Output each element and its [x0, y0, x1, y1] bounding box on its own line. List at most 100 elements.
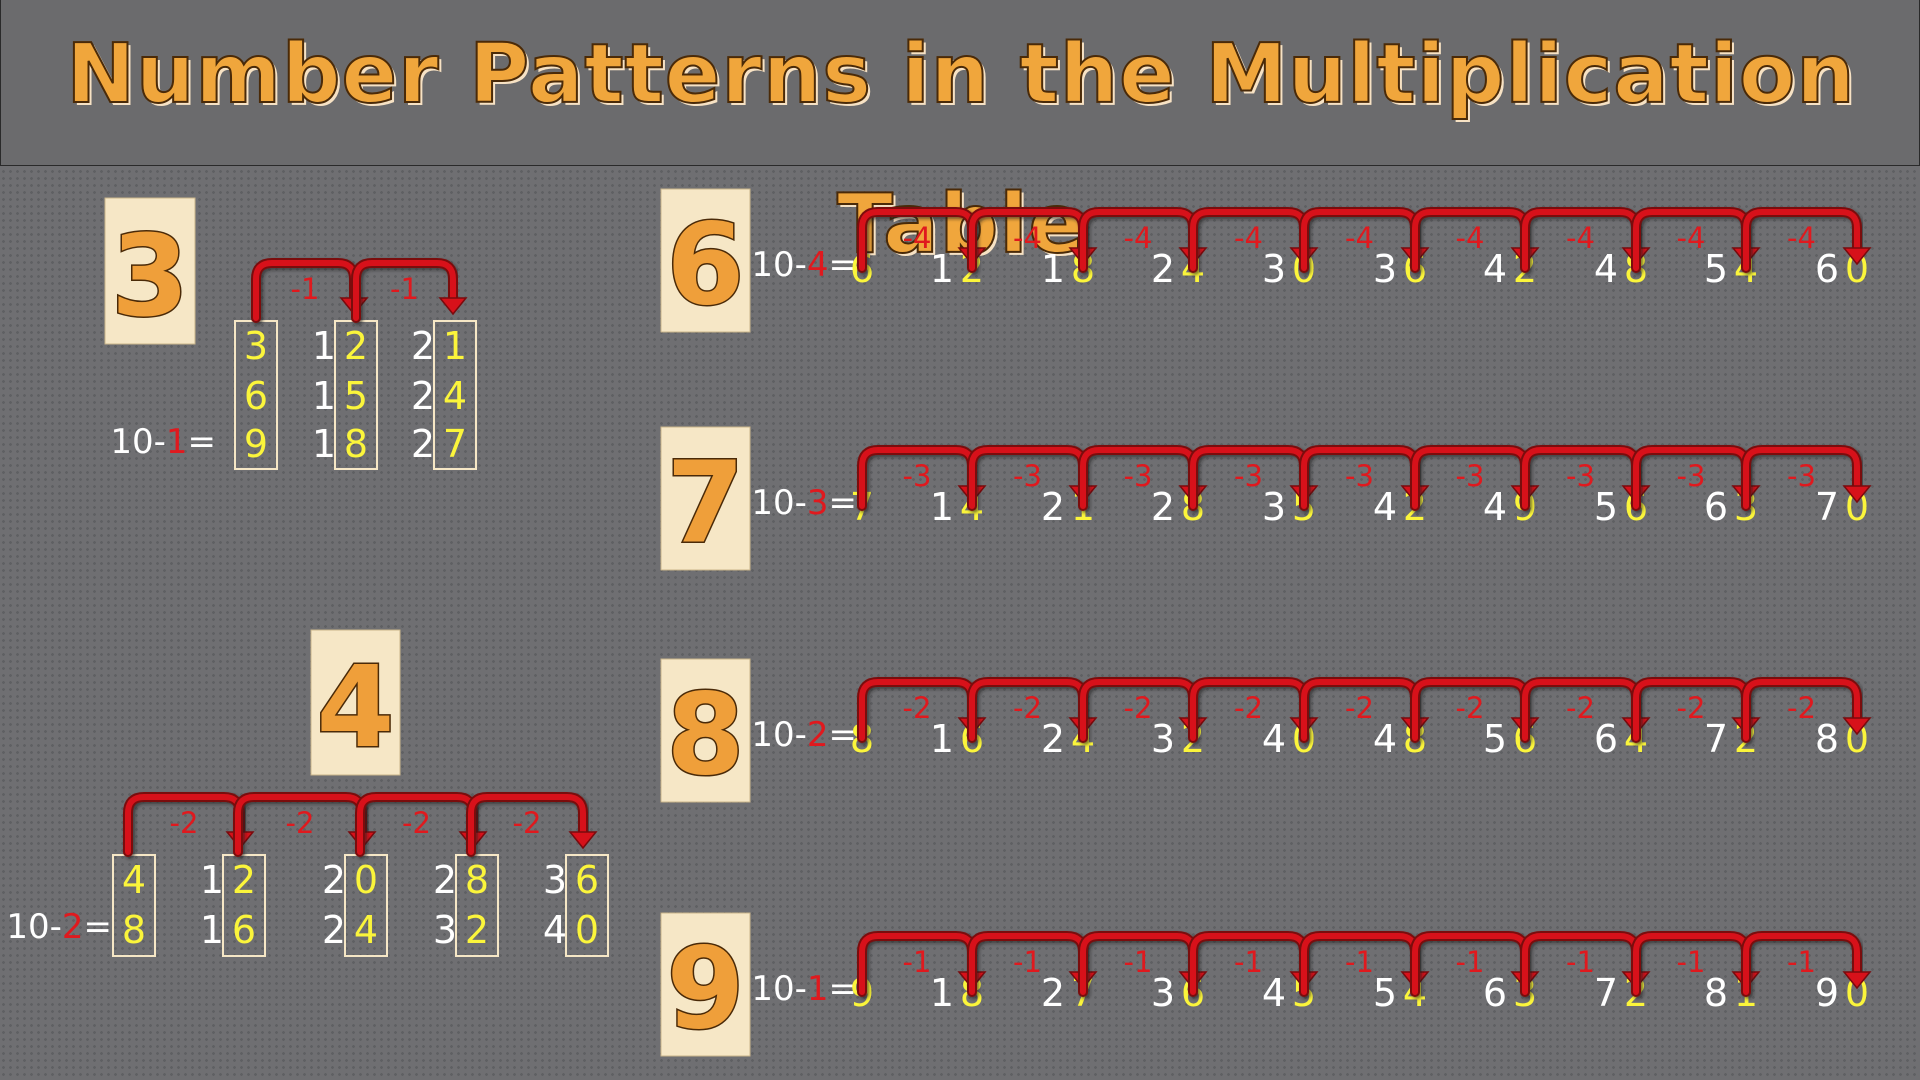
ones-column-box: [433, 320, 477, 470]
subtraction-prefix: 10-2=: [751, 715, 857, 755]
step-label: -1: [1013, 945, 1042, 979]
tens-digit: 4: [1483, 485, 1507, 529]
tens-digit: 6: [1704, 485, 1728, 529]
step-label: -2: [402, 806, 431, 840]
ones-digit: 8: [122, 908, 146, 952]
subtraction-prefix: 10-4=: [751, 245, 857, 285]
step-arrow: -3: [1741, 445, 1872, 511]
card-background: [660, 912, 751, 1057]
ones-digit: 3: [244, 324, 268, 368]
svg-text:10-1=: 10-1=: [110, 422, 216, 462]
step-label: -2: [1234, 691, 1263, 725]
step-label: -1: [1124, 945, 1153, 979]
ones-digit: 1: [443, 324, 467, 368]
step-label: -3: [1234, 459, 1263, 493]
step-label: -2: [1124, 691, 1153, 725]
step-label: -1: [1566, 945, 1595, 979]
step-label: -2: [1345, 691, 1374, 725]
number-card-7: 7: [660, 426, 751, 571]
step-label: -1: [1456, 945, 1485, 979]
svg-text:10-3=: 10-3=: [751, 483, 857, 523]
subtraction-prefix: 10-1=: [110, 422, 216, 462]
tens-digit: 2: [1151, 485, 1175, 529]
ones-digit: 0: [354, 858, 378, 902]
ones-digit: 7: [443, 422, 467, 466]
step-arrow: -2: [466, 792, 598, 857]
step-arrow: -1: [1741, 931, 1872, 997]
ones-column-box: [112, 854, 156, 957]
card-background: [660, 658, 751, 803]
tens-digit: 1: [200, 908, 224, 952]
card-background: [660, 426, 751, 571]
step-label: -4: [903, 221, 932, 255]
card-number: 7: [667, 438, 745, 568]
step-arrow: -2: [233, 792, 377, 857]
ones-digit: 6: [232, 908, 256, 952]
step-label: -3: [1677, 459, 1706, 493]
tens-digit: 1: [930, 717, 954, 761]
step-label: -2: [1677, 691, 1706, 725]
step-arrow: -3: [1078, 445, 1208, 511]
tens-digit: 1: [312, 374, 336, 418]
number-card-3: 3: [104, 197, 196, 345]
card-number: 3: [111, 212, 189, 342]
ones-digit: 6: [244, 374, 268, 418]
tens-digit: 3: [1262, 247, 1286, 291]
number-card-8: 8: [660, 658, 751, 803]
tens-digit: 3: [1151, 717, 1175, 761]
tens-digit: 3: [543, 858, 567, 902]
page-title: Number Patterns in the Multiplication Ta…: [65, 26, 1856, 273]
card-background: [660, 188, 751, 333]
step-label: -1: [903, 945, 932, 979]
step-label: -2: [513, 806, 542, 840]
svg-text:10-1=: 10-1=: [751, 969, 857, 1009]
tens-digit: 2: [411, 374, 435, 418]
tens-digit: 5: [1594, 485, 1618, 529]
tens-digit: 3: [1373, 247, 1397, 291]
ones-digit: 4: [354, 908, 378, 952]
step-label: -2: [1787, 691, 1816, 725]
step-label: -4: [1677, 221, 1706, 255]
tens-digit: 3: [1151, 971, 1175, 1015]
step-arrow: -1: [251, 258, 369, 323]
tens-digit: 4: [1483, 247, 1507, 291]
card-background: [104, 197, 196, 345]
step-label: -4: [1456, 221, 1485, 255]
tens-digit: 5: [1704, 247, 1728, 291]
tens-digit: 8: [1704, 971, 1728, 1015]
tens-digit: 2: [322, 908, 346, 952]
step-label: -4: [1566, 221, 1595, 255]
step-label: -4: [1124, 221, 1153, 255]
tens-digit: 1: [312, 422, 336, 466]
step-arrow: -1: [351, 258, 468, 323]
step-arrow: -4: [1741, 207, 1872, 273]
tens-digit: 6: [1483, 971, 1507, 1015]
ones-digit: 2: [465, 908, 489, 952]
step-label: -3: [903, 459, 932, 493]
tens-digit: 7: [1594, 971, 1618, 1015]
tens-digit: 4: [1262, 971, 1286, 1015]
tens-digit: 1: [200, 858, 224, 902]
tens-digit: 1: [930, 485, 954, 529]
step-label: -3: [1345, 459, 1374, 493]
card-number: 8: [667, 670, 745, 800]
tens-digit: 1: [1041, 247, 1065, 291]
tens-digit: 2: [1041, 717, 1065, 761]
step-label: -1: [1677, 945, 1706, 979]
card-number: 4: [317, 643, 395, 773]
tens-digit: 6: [1594, 717, 1618, 761]
step-label: -4: [1234, 221, 1263, 255]
step-label: -3: [1456, 459, 1485, 493]
tens-digit: 3: [433, 908, 457, 952]
step-label: -2: [286, 806, 315, 840]
tens-digit: 4: [1373, 485, 1397, 529]
svg-text:10-2=: 10-2=: [6, 907, 112, 947]
ones-digit: 0: [575, 908, 599, 952]
tens-digit: 2: [1041, 971, 1065, 1015]
ones-digit: 9: [244, 422, 268, 466]
subtraction-prefix: 10-1=: [751, 969, 857, 1009]
tens-digit: 5: [1373, 971, 1397, 1015]
ones-digit: 4: [443, 374, 467, 418]
